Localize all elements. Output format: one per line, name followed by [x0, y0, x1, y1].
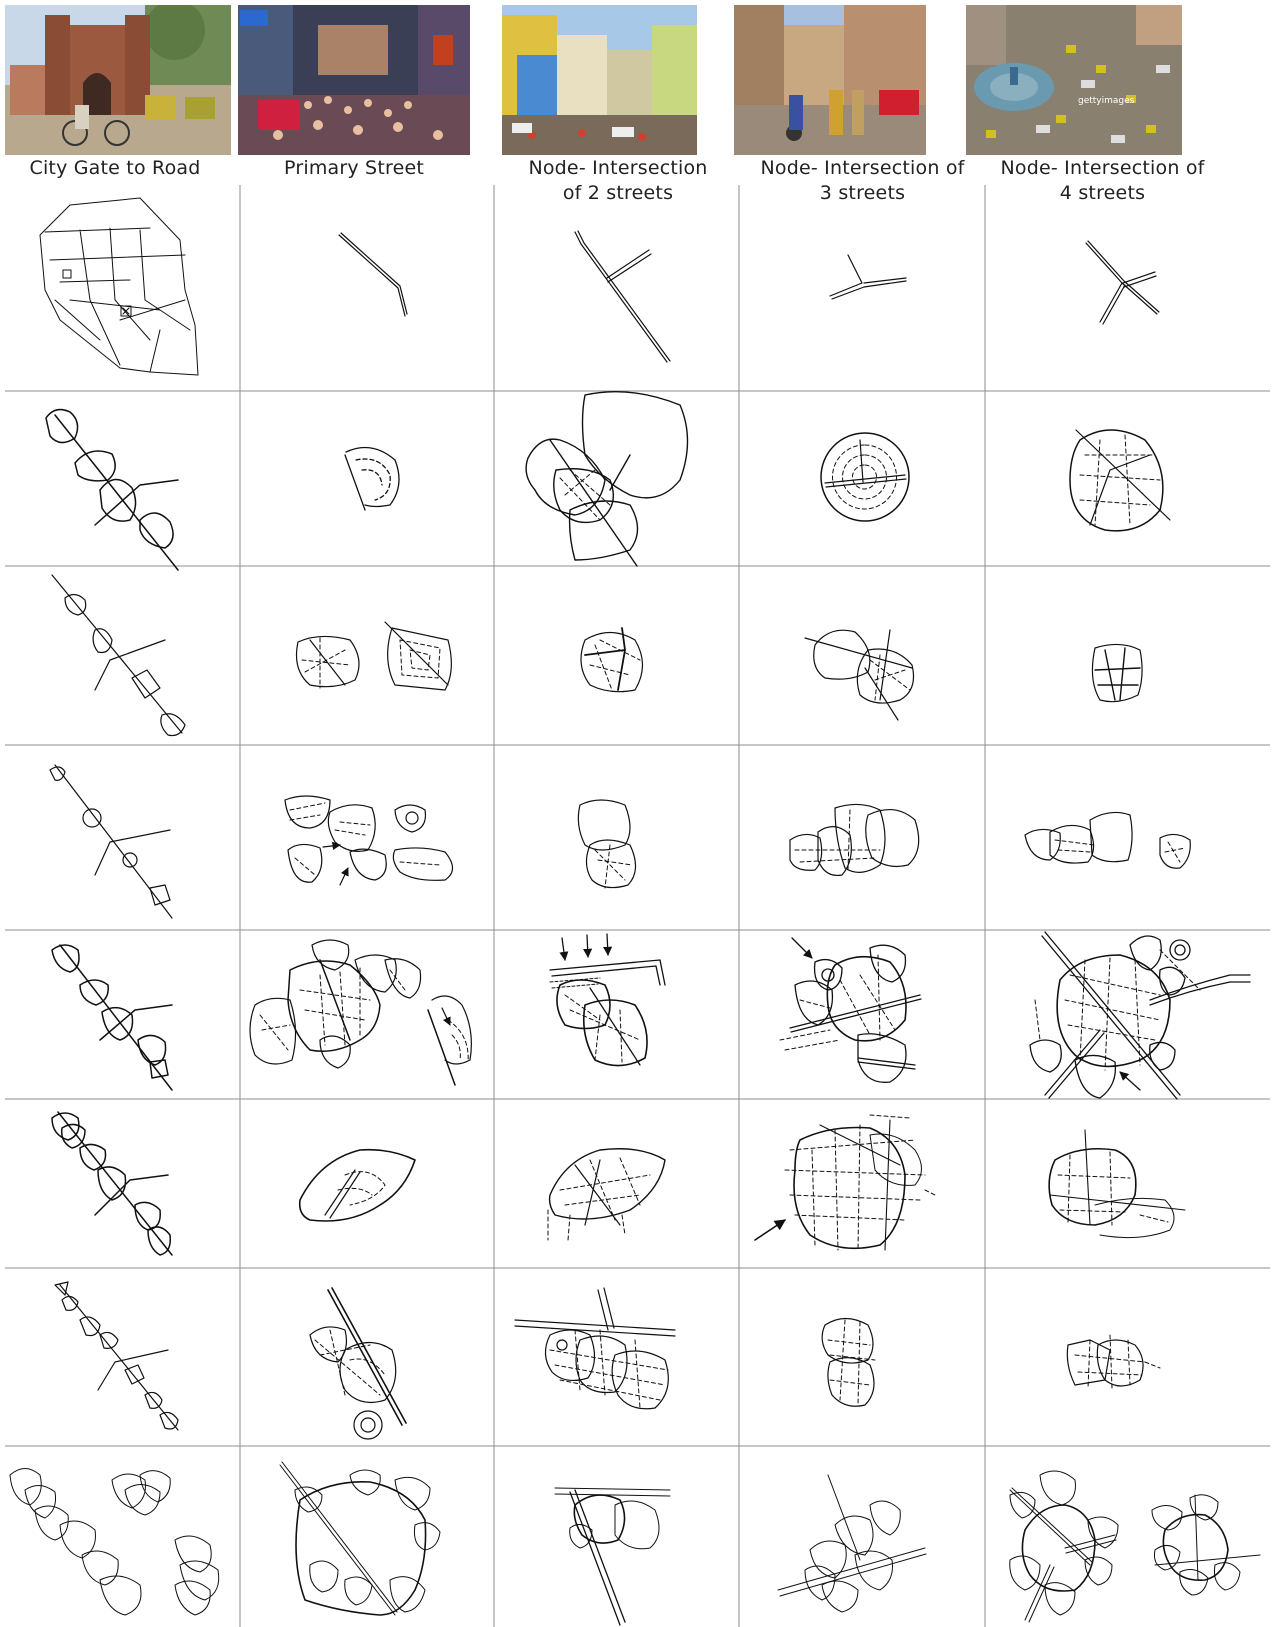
row2-four-street-sketch	[1070, 430, 1170, 531]
row2-primary-street-sketch	[345, 448, 399, 511]
row5-primary-street-sketch	[250, 940, 471, 1085]
three-street-node-line	[830, 255, 906, 299]
row4-two-street-sketch	[578, 800, 635, 888]
grid-lines	[5, 185, 1270, 1627]
row3-primary-street-sketch	[297, 622, 452, 690]
row8-two-street-sketch	[555, 1488, 670, 1625]
row5-two-street-sketch	[550, 934, 665, 1066]
primary-street-line	[339, 233, 407, 316]
row2-two-street-sketch	[526, 392, 687, 566]
row4-four-street-sketch	[1025, 812, 1190, 868]
row5-four-street-sketch	[1030, 932, 1250, 1099]
row3-two-street-sketch	[581, 628, 643, 692]
four-street-node-line	[1086, 241, 1159, 324]
row8-four-street-sketch	[1010, 1471, 1260, 1622]
row6-three-street-sketch	[755, 1115, 935, 1250]
row8-primary-street-sketch	[280, 1462, 440, 1615]
row7-primary-street-sketch	[310, 1288, 406, 1439]
row7-four-street-sketch	[1067, 1335, 1160, 1388]
row6-primary-street-sketch	[300, 1150, 415, 1221]
row8-city-gate-sketch	[10, 1469, 219, 1616]
row4-three-street-sketch	[790, 804, 919, 875]
row2-three-street-sketch	[821, 433, 909, 521]
row7-city-gate-sketch	[55, 1282, 178, 1430]
row6-two-street-sketch	[548, 1149, 665, 1240]
row4-primary-street-sketch	[285, 796, 453, 885]
two-street-node-line	[575, 231, 670, 362]
row3-four-street-sketch	[1092, 644, 1142, 701]
row2-city-gate-sketch	[46, 410, 178, 570]
row6-city-gate-sketch	[52, 1112, 172, 1255]
row5-city-gate-sketch	[52, 945, 172, 1090]
city-map-sketch	[40, 198, 198, 375]
row3-three-street-sketch	[805, 630, 914, 720]
row8-three-street-sketch	[778, 1475, 926, 1612]
row7-two-street-sketch	[515, 1288, 675, 1409]
row7-three-street-sketch	[822, 1319, 875, 1407]
row4-city-gate-sketch	[50, 765, 172, 918]
row5-three-street-sketch	[780, 938, 921, 1082]
row3-city-gate-sketch	[52, 575, 185, 736]
row6-four-street-sketch	[1049, 1130, 1185, 1238]
